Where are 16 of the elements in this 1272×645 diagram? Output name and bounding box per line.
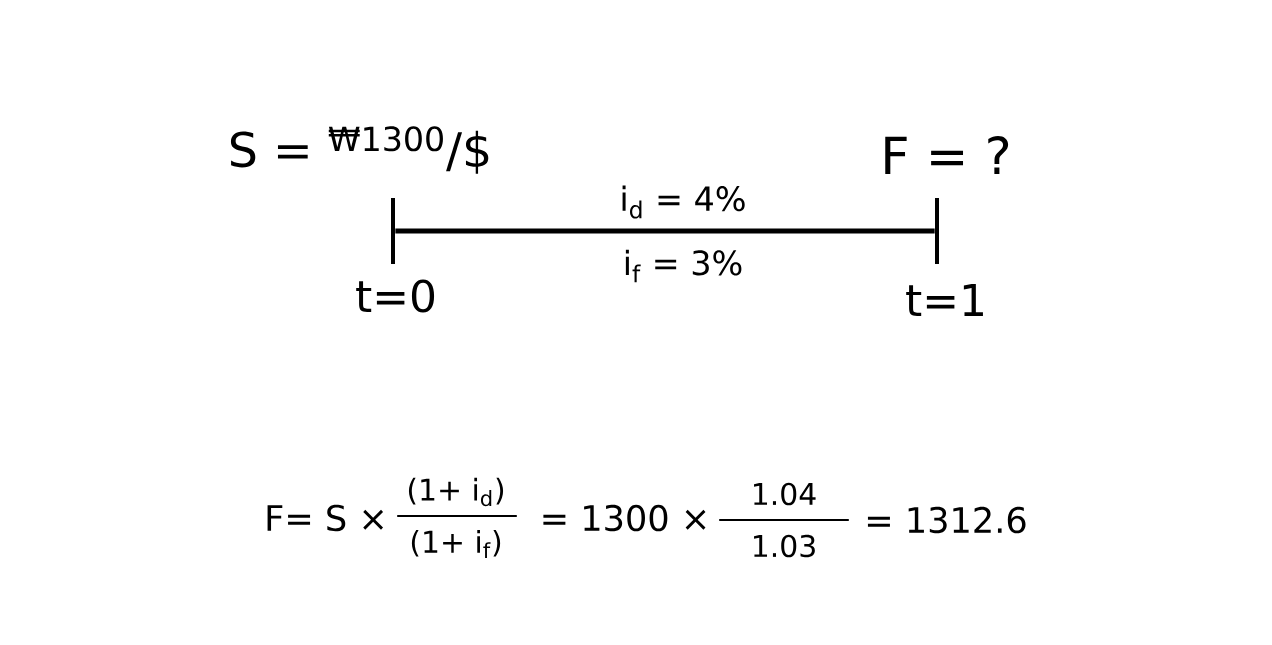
rate-label: i$_{d}$ = 4% [622, 185, 745, 219]
formula-text: 1.03 [754, 534, 815, 558]
forward-rate-label: F = ? [885, 136, 1009, 174]
timeline [395, 228, 935, 234]
formula-text: = 1312.6 [867, 506, 1026, 534]
formula-text: (1+ i$_{d}$) [408, 477, 504, 507]
formula-text: 1.04 [754, 482, 816, 506]
tick-mark [391, 198, 395, 264]
spot-rate-label: S = $^{₩1300}$/$ [230, 126, 489, 174]
rate-label: i$_{f}$ = 3% [625, 249, 742, 283]
tick-mark [935, 198, 939, 264]
time-label: t=0 [356, 279, 435, 313]
formula-text: (1+ i$_{f}$) [411, 529, 501, 559]
formula-text: F= S × [267, 504, 384, 532]
formula-text: = 1300 × [543, 504, 706, 532]
time-label: t=1 [906, 284, 983, 316]
